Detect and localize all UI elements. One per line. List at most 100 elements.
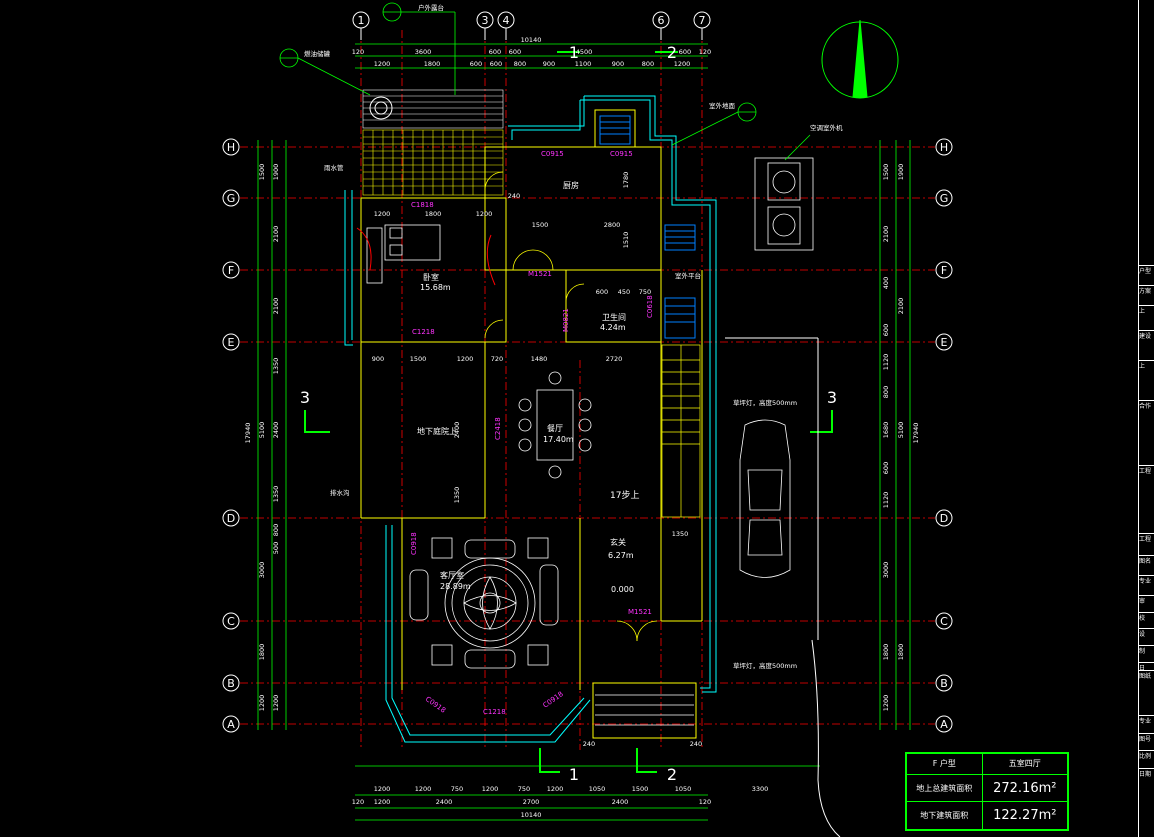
dim-top: 600 bbox=[509, 48, 521, 56]
section-3-left: 3 bbox=[300, 388, 310, 407]
dim-inner: 240 bbox=[508, 192, 520, 200]
dim-inner: 1500 bbox=[410, 355, 427, 363]
oil-tank-icon bbox=[369, 96, 393, 120]
north-arrow-icon bbox=[821, 19, 899, 99]
dim-top: 4500 bbox=[576, 48, 593, 56]
title-block-row: 比例 bbox=[1139, 750, 1154, 760]
dim-left-total: 17940 bbox=[244, 423, 252, 444]
title-block-row: 工程 bbox=[1139, 465, 1154, 475]
tag-c0618: C0618 bbox=[646, 295, 654, 318]
axis-col-7: 7 bbox=[699, 14, 706, 27]
dim-top: 600 bbox=[470, 60, 482, 68]
title-block-row: 工程 bbox=[1139, 533, 1154, 543]
room-bedroom-area: 15.68m bbox=[420, 283, 451, 292]
axis-row-d-right: D bbox=[940, 512, 948, 525]
title-block-row: 方案 bbox=[1139, 285, 1154, 295]
note-oil-tank: 燃油储罐 bbox=[304, 49, 331, 58]
dim-top-total: 10140 bbox=[521, 36, 542, 44]
title-block-row: 建设 bbox=[1139, 330, 1154, 340]
room-bedroom: 卧室 bbox=[423, 272, 439, 282]
dim-inner: 450 bbox=[618, 288, 630, 296]
dim-bottom: 1200 bbox=[374, 798, 391, 806]
section-numbers: 1 2 3 3 1 2 bbox=[300, 43, 837, 784]
title-block-row: 图名 bbox=[1139, 555, 1154, 565]
dim-bottom: 3300 bbox=[752, 785, 769, 793]
dim-inner: 750 bbox=[639, 288, 651, 296]
terrace-tiles bbox=[362, 89, 504, 196]
title-block-row: 图号 bbox=[1139, 733, 1154, 743]
dim-top: 1100 bbox=[575, 60, 592, 68]
axis-lines-horizontal bbox=[240, 146, 935, 725]
dim-inner: 2400 bbox=[453, 422, 461, 439]
tag-c0915b: C0915 bbox=[610, 150, 633, 158]
stair-up-label: 17步上 bbox=[610, 490, 639, 501]
dim-bottom: 1050 bbox=[589, 785, 606, 793]
title-block-row: 日期 bbox=[1139, 768, 1154, 778]
dim-right: 3000 bbox=[882, 562, 890, 579]
dim-right: 5100 bbox=[897, 422, 905, 439]
axis-col-3: 3 bbox=[482, 14, 489, 27]
unit-type-value: 五室四厅 bbox=[981, 753, 1069, 775]
dim-left: 1900 bbox=[272, 164, 280, 181]
bottom-dimensions: 1200 1200 750 1200 750 1200 1050 1500 10… bbox=[352, 785, 768, 819]
axis-row-g-right: G bbox=[940, 192, 949, 205]
above-ground-area-label: 地上总建筑面积 bbox=[906, 773, 983, 803]
dim-right: 1680 bbox=[882, 422, 890, 439]
dim-left: 1350 bbox=[272, 358, 280, 375]
dim-bottom: 1200 bbox=[374, 785, 391, 793]
dim-inner: 1200 bbox=[457, 355, 474, 363]
dim-bottom: 1050 bbox=[675, 785, 692, 793]
dim-left: 1800 bbox=[258, 644, 266, 661]
axis-row-f: F bbox=[228, 264, 234, 277]
axis-row-c-right: C bbox=[940, 615, 948, 628]
dim-right: 1800 bbox=[897, 644, 905, 661]
dim-bottom-total: 10140 bbox=[521, 811, 542, 819]
red-openings bbox=[356, 227, 496, 286]
room-dining: 餐厅 bbox=[547, 424, 563, 433]
note-terrace: 户外露台 bbox=[418, 3, 444, 12]
dim-bottom: 1500 bbox=[632, 785, 649, 793]
level-mark: 0.000 bbox=[611, 585, 634, 594]
title-block-row: 专业 bbox=[1139, 575, 1154, 585]
dim-left: 1350 bbox=[272, 486, 280, 503]
tag-c1218: C1218 bbox=[412, 328, 435, 336]
axis-lines-vertical bbox=[360, 30, 703, 750]
room-living: 客厅室 bbox=[440, 570, 464, 580]
dim-bottom: 2400 bbox=[436, 798, 453, 806]
inner-dimensions: 1200 1800 1200 1500 2800 900 1500 1200 7… bbox=[372, 172, 702, 748]
section-1-top: 1 bbox=[569, 43, 579, 62]
side-dimensions: 17940 17940 1500 1900 2100 2100 1350 510… bbox=[244, 164, 920, 712]
room-entry: 玄关 bbox=[610, 537, 626, 547]
dim-top: 600 bbox=[489, 48, 501, 56]
dim-left: 500 bbox=[272, 542, 280, 554]
tag-c0918c: C0918 bbox=[542, 690, 565, 710]
room-entry-area: 6.27m bbox=[608, 551, 634, 560]
dim-inner: 900 bbox=[372, 355, 384, 363]
dim-bottom: 2700 bbox=[523, 798, 540, 806]
tag-m1521: M1521 bbox=[528, 270, 552, 278]
room-labels: 厨房 卧室 15.68m 卫生间 4.24m 餐厅 17.40m 客厅室 28.… bbox=[417, 180, 639, 594]
dim-right: 1120 bbox=[882, 492, 890, 509]
dim-right: 1120 bbox=[882, 354, 890, 371]
dim-top: 900 bbox=[543, 60, 555, 68]
axis-col-4: 4 bbox=[503, 14, 510, 27]
door-swings bbox=[484, 171, 658, 642]
dim-inner: 1510 bbox=[622, 232, 630, 249]
axis-bubbles-side bbox=[222, 138, 953, 733]
dim-inner: 1800 bbox=[425, 210, 442, 218]
car bbox=[739, 419, 791, 578]
dim-left: 1200 bbox=[272, 695, 280, 712]
dim-right: 2100 bbox=[897, 298, 905, 315]
dim-top: 600 bbox=[490, 60, 502, 68]
room-bath-area: 4.24m bbox=[600, 323, 626, 332]
note-outdoor-ground: 室外地面 bbox=[709, 101, 736, 110]
title-block-row: 上 bbox=[1139, 305, 1154, 315]
axis-row-b: B bbox=[227, 677, 235, 690]
dim-inner: 1480 bbox=[531, 355, 548, 363]
title-block-row: 制 bbox=[1139, 645, 1154, 655]
basement-stair-label: 地下庭院上 bbox=[417, 426, 457, 436]
dim-inner: 1200 bbox=[476, 210, 493, 218]
dim-top: 600 bbox=[679, 48, 691, 56]
dim-left: 2100 bbox=[272, 226, 280, 243]
